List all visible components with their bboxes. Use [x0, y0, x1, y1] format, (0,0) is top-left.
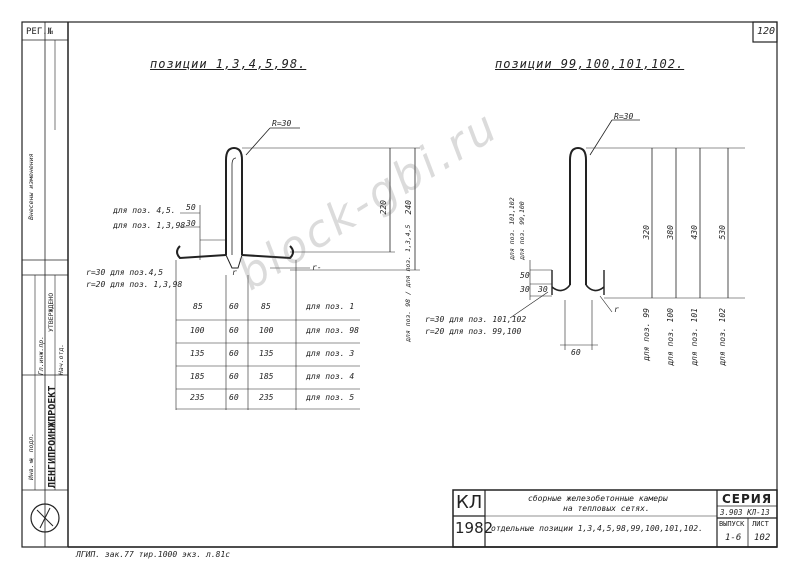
stamp-row-1: Нач.отд.: [57, 343, 65, 375]
row-4-c: 185: [259, 372, 274, 381]
right-vert-note-2: для поз. 99,100: [518, 201, 526, 260]
label-pos-45: для поз. 4,5.: [113, 206, 176, 215]
col-4-label: для поз. 102: [718, 308, 727, 366]
row-2-c: 100: [259, 326, 274, 335]
stamp-org: ЛЕНГИПРОИНЖПРОЕКТ: [47, 385, 58, 488]
row-4-b: 60: [229, 372, 239, 381]
left-r-note-1: r=30 для поз.4,5: [86, 268, 164, 277]
row-5-b: 60: [229, 393, 239, 402]
dim-220: 220: [379, 200, 388, 215]
col-1-label: для поз. 99: [642, 308, 651, 361]
label-pos-198: для поз. 1,3,98: [113, 221, 186, 230]
col-3-height: 430: [690, 225, 699, 240]
left-r-note-2: r=20 для поз. 1,3,98: [86, 280, 183, 289]
row-2-b: 60: [229, 326, 239, 335]
right-r-mark: r: [614, 305, 619, 314]
row-5-label: для поз. 5: [306, 393, 355, 402]
row-3-b: 60: [229, 349, 239, 358]
sheet-number: 120: [757, 26, 776, 37]
title-desc-1: сборные железобетонные камеры: [528, 494, 668, 503]
row-3-a: 135: [190, 349, 205, 358]
right-rebar-loop: [569, 146, 587, 285]
row-1-b: 60: [229, 302, 239, 311]
right-dim-50: 50: [520, 271, 530, 280]
left-r-mark: r: [232, 268, 237, 277]
col-2-label: для поз. 100: [666, 308, 675, 366]
dim-240: 240: [404, 200, 413, 215]
issue-label: ВЫПУСК: [719, 520, 745, 528]
stamp-approved: УТВЕРЖДЕНО: [47, 292, 55, 332]
sheet-value: 102: [754, 533, 771, 543]
title-code: КЛ: [456, 492, 483, 513]
title-year: 1982: [455, 519, 494, 537]
row-1-c: 85: [261, 302, 271, 311]
row-2-a: 100: [190, 326, 205, 335]
sheet-number-box: [752, 21, 778, 43]
col-3-label: для поз. 101: [690, 308, 699, 366]
print-note: ЛГИП. зак.77 тир.1000 экз. л.81с: [76, 550, 231, 559]
row-4-a: 185: [190, 372, 205, 381]
right-vert-note-1: для поз. 101,102: [508, 197, 516, 260]
org-logo-icon: [30, 503, 60, 533]
stamp-side-bottom: Инв.№ подл.: [27, 432, 35, 480]
left-block-title: позиции 1,3,4,5,98.: [150, 57, 307, 71]
sheet-label: ЛИСТ: [752, 520, 769, 528]
left-rebar-loop: [225, 146, 243, 255]
right-dim-30b: 30: [538, 285, 548, 294]
stamp-row-2: Гл.инж.пр.: [37, 335, 45, 375]
col-2-height: 380: [666, 225, 675, 240]
row-2-label: для поз. 98: [306, 326, 359, 335]
row-3-c: 135: [259, 349, 274, 358]
col-1-height: 320: [642, 225, 651, 240]
row-4-label: для поз. 4: [306, 372, 355, 381]
title-desc-2: на тепловых сетях.: [563, 504, 650, 513]
series-label: СЕРИЯ: [722, 492, 773, 506]
series-value: 3.903 КЛ-13: [720, 508, 770, 517]
col-4-height: 530: [718, 225, 727, 240]
row-3-label: для поз. 3: [306, 349, 355, 358]
right-dim-30a: 30: [520, 285, 530, 294]
left-radius-label: R=30: [272, 119, 292, 128]
row-5-a: 235: [190, 393, 205, 402]
row-1-a: 85: [193, 302, 203, 311]
label-pos-198-value: 30: [186, 219, 196, 228]
right-radius-label: R=30: [614, 112, 634, 121]
right-r-note-1: r=30 для поз. 101,102: [425, 315, 527, 324]
reg-label: РЕГ.№: [26, 27, 54, 37]
right-r-note-2: r=20 для поз. 99,100: [425, 327, 522, 336]
issue-value: 1-6: [725, 533, 742, 543]
title-desc-3: отдельные позиции 1,3,4,5,98,99,100,101,…: [491, 524, 703, 533]
right-bottom-dim: 60: [571, 348, 581, 357]
row-5-c: 235: [259, 393, 274, 402]
left-vert-note: для поз. 98 / для поз. 1,3,4,5: [404, 224, 412, 342]
row-1-label: для поз. 1: [306, 302, 355, 311]
right-block-title: позиции 99,100,101,102.: [495, 57, 685, 71]
label-pos-45-value: 50: [186, 203, 196, 212]
stamp-side-top: Внесены изменения: [27, 153, 35, 220]
left-r-mark-right: r-: [312, 263, 322, 272]
